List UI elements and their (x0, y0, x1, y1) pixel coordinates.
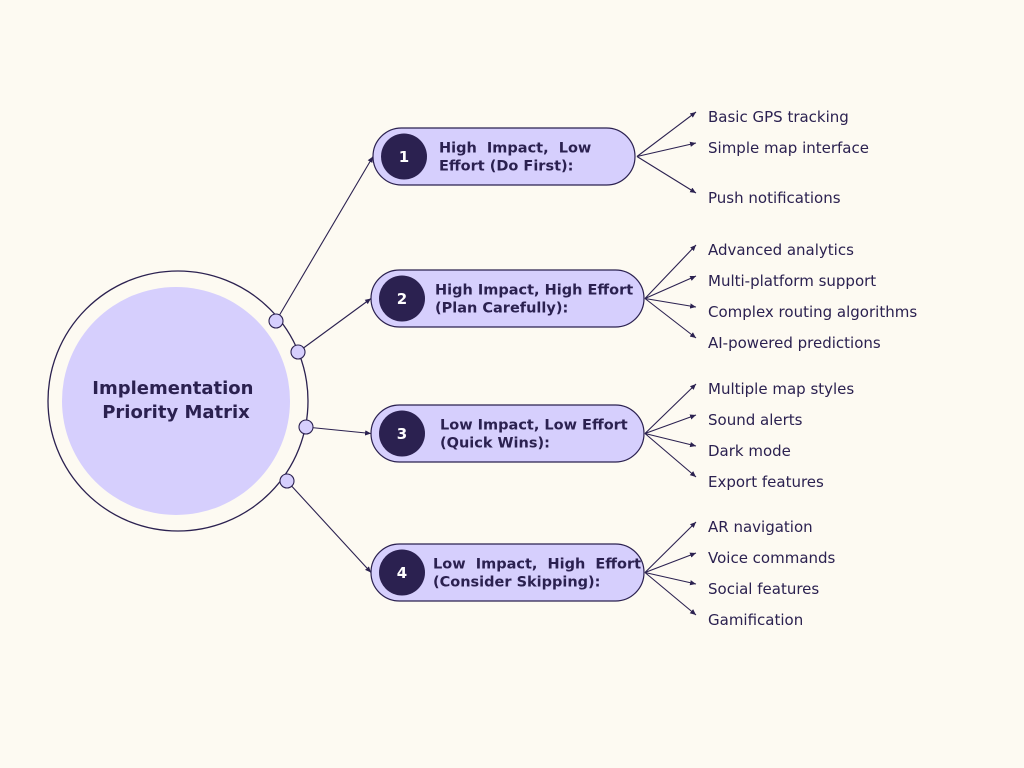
category-label-line-2: Effort (Do First): (439, 159, 573, 175)
category-label-line-2: (Consider Skipping): (433, 575, 600, 591)
hub-title-line-1: Implementation (92, 378, 253, 399)
feature-item: AI-powered predictions (708, 334, 881, 352)
category-label-line-2: (Plan Carefully): (435, 301, 568, 317)
item-arrow (644, 275, 697, 300)
hub-anchor-dot-3 (298, 419, 314, 435)
feature-item: Complex routing algorithms (708, 303, 917, 321)
hub-connector-4 (286, 480, 372, 573)
feature-item: Social features (708, 580, 819, 598)
hub-connector-1 (275, 156, 374, 322)
category-node-4: 4 Low Impact, High Effort (Consider Skippi… (370, 543, 645, 602)
feature-item: Basic GPS tracking (708, 108, 849, 126)
item-arrow (644, 414, 697, 435)
item-arrow (644, 383, 697, 434)
category-pill (370, 543, 645, 602)
hub-title: Implementation Priority Matrix (92, 378, 259, 423)
category-label: Low Impact, High Effort (Consider Skippin… (433, 557, 641, 591)
category-label-line-1: High Impact, High Effort (435, 283, 633, 299)
hub-connector-2 (297, 298, 372, 353)
category-pill (372, 127, 636, 186)
feature-item: Multi-platform support (708, 272, 876, 290)
connectors (275, 111, 697, 616)
hub-anchor-dot-2 (290, 344, 306, 360)
item-arrow (644, 521, 697, 573)
item-arrow (644, 244, 697, 299)
feature-item: Multiple map styles (708, 380, 854, 398)
item-arrow (636, 111, 697, 157)
category-label-line-1: Low Impact, High Effort (433, 557, 641, 573)
item-arrow (636, 156, 697, 194)
item-arrow (644, 298, 697, 339)
category-node-2: 2 High Impact, High Effort (Plan Carefully… (370, 269, 645, 328)
category-node-3: 3 Low Impact, Low Effort (Quick Wins): (370, 404, 645, 463)
item-arrow (644, 552, 697, 574)
category-label-line-1: High Impact, Low (439, 141, 591, 157)
item-arrow (644, 432, 697, 448)
category-pill (370, 404, 645, 463)
hub-connector-3 (305, 426, 372, 436)
number-badge (379, 275, 425, 322)
number-badge-label: 2 (397, 290, 407, 308)
hub-anchor-dot-1 (268, 313, 284, 329)
number-badge-label: 3 (397, 425, 407, 443)
category-label: Low Impact, Low Effort (Quick Wins): (440, 418, 628, 452)
feature-item: Export features (708, 473, 824, 491)
hub-inner-circle (62, 287, 290, 515)
item-arrow (644, 433, 697, 478)
hub-node: Implementation Priority Matrix (47, 270, 309, 532)
category-label-line-2: (Quick Wins): (440, 436, 550, 452)
feature-item: Simple map interface (708, 139, 869, 157)
item-arrow (644, 572, 697, 616)
feature-item: Voice commands (708, 549, 836, 567)
number-badge-label: 1 (399, 148, 409, 166)
number-badge (381, 133, 427, 180)
number-badge (379, 410, 425, 457)
item-arrow (644, 571, 697, 586)
hub-anchor-dot-4 (279, 473, 295, 489)
number-badge (379, 549, 425, 596)
feature-item: Dark mode (708, 442, 791, 460)
feature-item: Sound alerts (708, 411, 803, 429)
item-arrow (644, 297, 697, 309)
item-arrow (636, 141, 697, 158)
category-label: High Impact, High Effort (Plan Carefully)… (435, 283, 633, 317)
feature-item: Push notifications (708, 189, 841, 207)
feature-item: Advanced analytics (708, 241, 854, 259)
feature-item: AR navigation (708, 518, 813, 536)
category-pill (370, 269, 645, 328)
feature-item: Gamification (708, 611, 803, 629)
category-label-line-1: Low Impact, Low Effort (440, 418, 628, 434)
hub-title-line-2: Priority Matrix (102, 402, 250, 423)
number-badge-label: 4 (397, 564, 407, 582)
